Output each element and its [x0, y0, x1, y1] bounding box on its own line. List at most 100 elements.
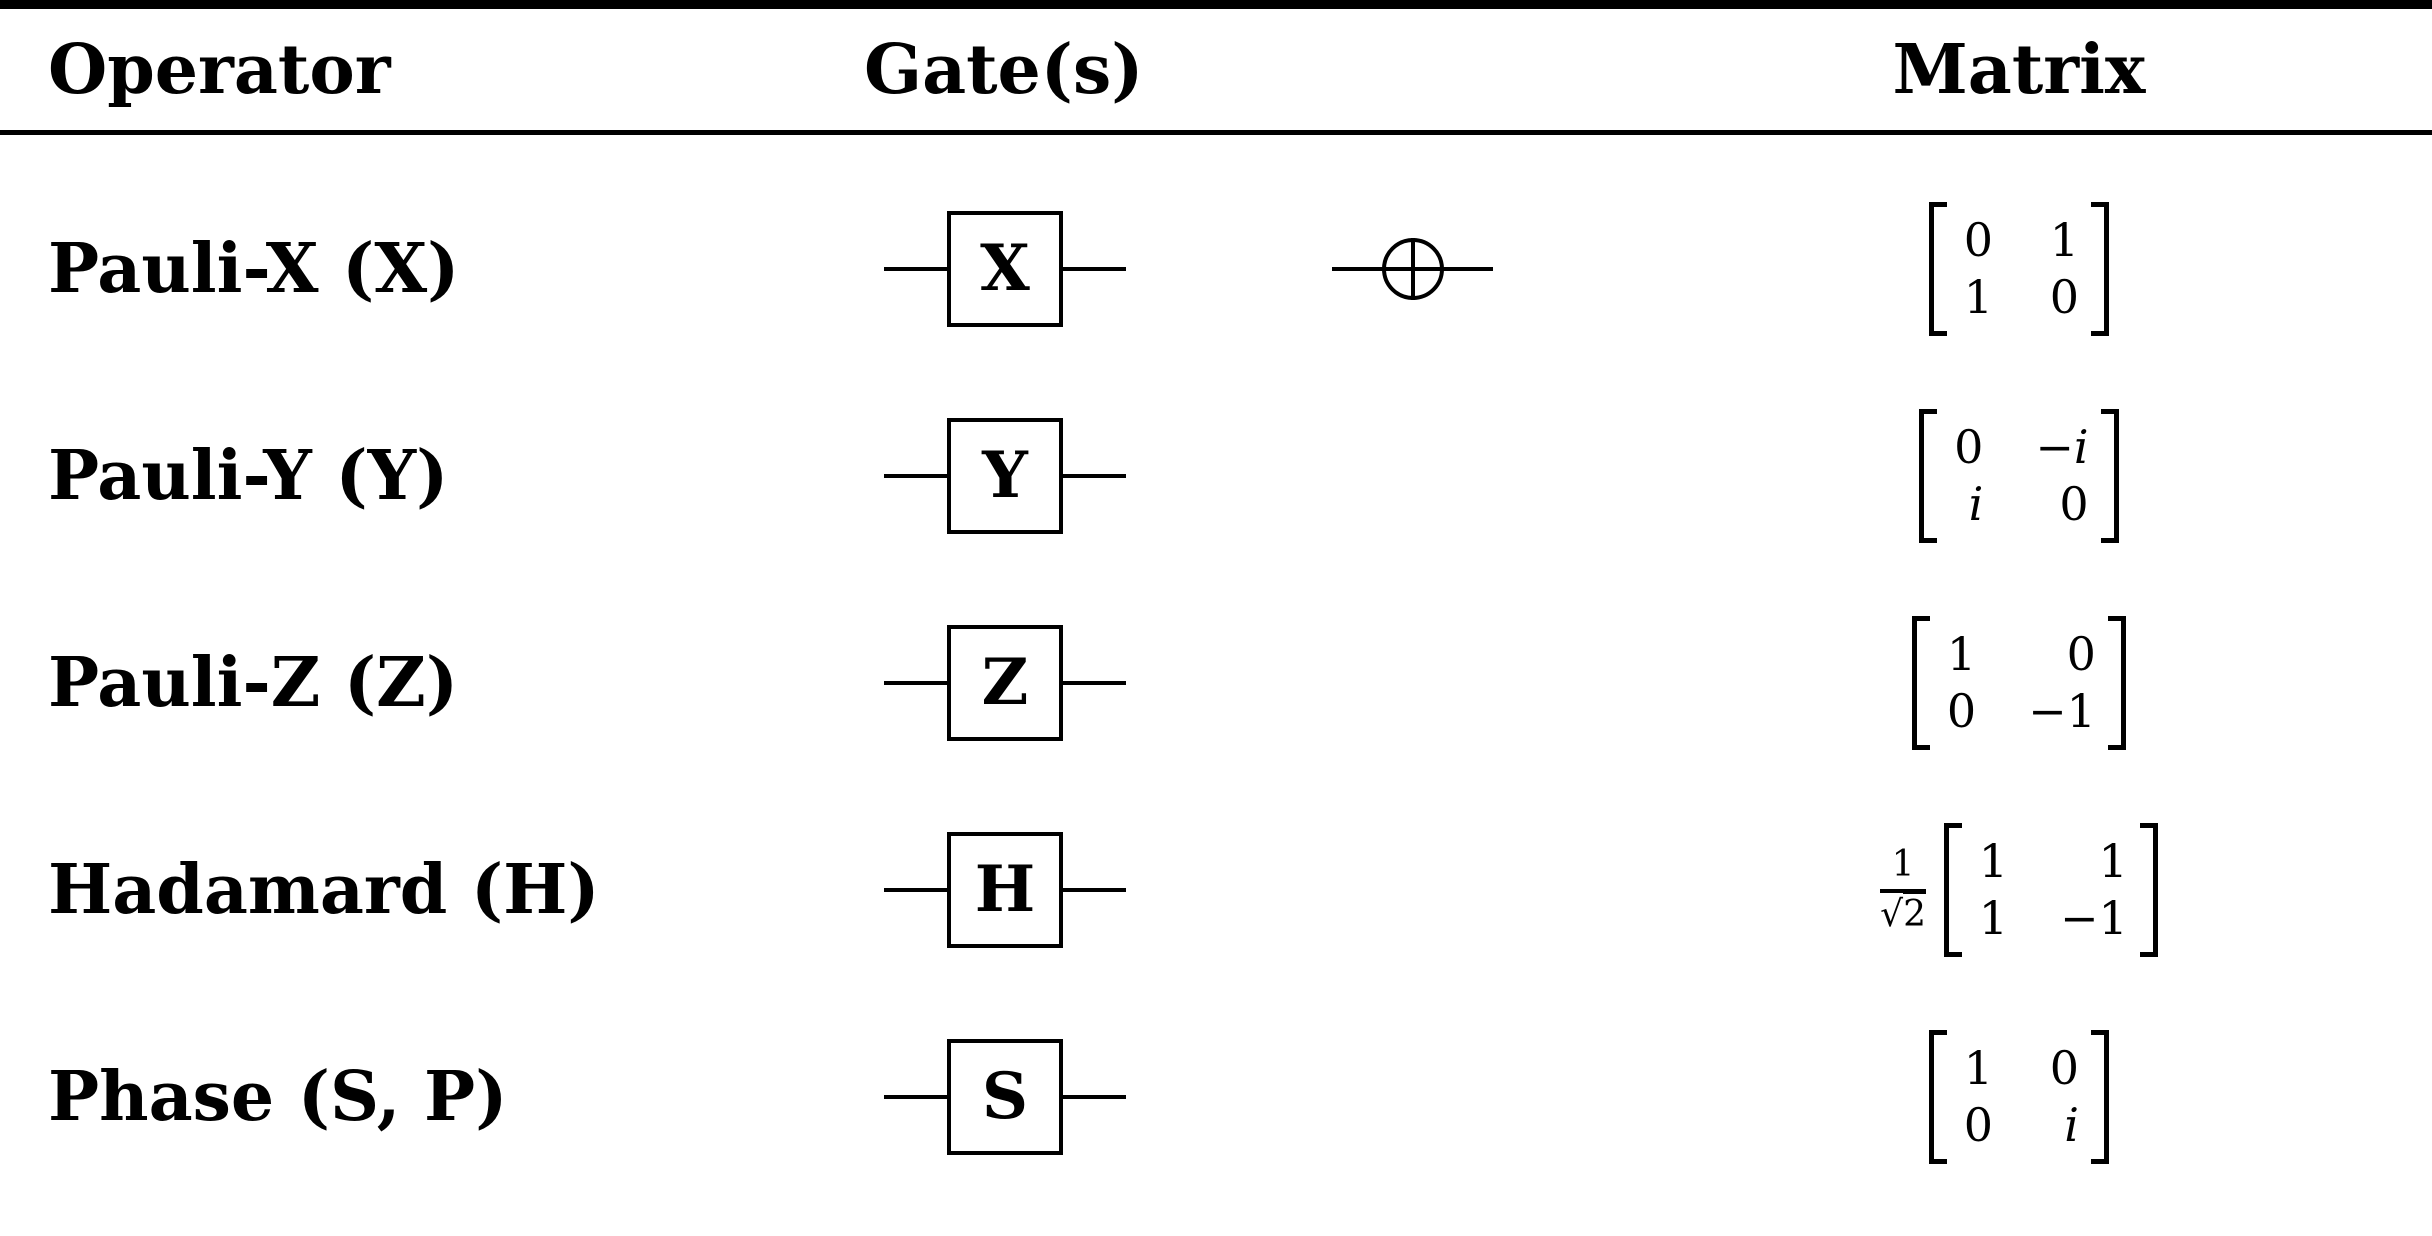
wire-segment	[1063, 680, 1126, 685]
wire-segment	[884, 680, 947, 685]
matrix-entries: 0 −i i 0	[1941, 409, 2096, 543]
gate-symbol: X	[884, 210, 1126, 327]
matrix-entry: 1	[1978, 833, 2009, 888]
left-bracket-icon	[1912, 615, 1931, 750]
header-operator: Operator	[48, 29, 391, 110]
matrix-cell: 1 0 0 i	[1606, 1029, 2432, 1164]
wire-segment	[1063, 887, 1126, 892]
radicand: 2	[1903, 890, 1927, 935]
operator-name: Pauli-Z (Z)	[48, 642, 458, 723]
operator-name: Pauli-X (X)	[48, 228, 460, 309]
matrix-entry: −1	[2028, 683, 2096, 738]
gate-box: H	[947, 831, 1063, 948]
matrix-entry: i	[2064, 1097, 2079, 1152]
fraction-numerator: 1	[1891, 844, 1915, 886]
matrix-entry: 1	[1963, 1040, 1993, 1095]
gate-symbol: Y	[884, 417, 1126, 534]
gate-label: Z	[981, 645, 1029, 720]
table-row: Pauli-Z (Z) Z 1 0 0 −1	[0, 579, 2432, 786]
matrix-entries: 1 1 1 −1	[1966, 823, 2136, 957]
gate-label: H	[974, 852, 1036, 927]
matrix: 0 1 1 0	[1929, 201, 2109, 336]
table-top-rule	[0, 0, 2432, 9]
matrix-entry: 0	[1954, 419, 1984, 474]
matrix-entry: 1	[1978, 890, 2009, 945]
operator-name: Phase (S, P)	[48, 1056, 508, 1137]
matrix-entry: 1	[2098, 833, 2128, 888]
gate-box: Z	[947, 624, 1063, 741]
gate-cell: H	[836, 831, 1606, 948]
matrix-with-prefactor: 1 √2 1 1 1 −1	[1880, 822, 2158, 957]
matrix-prefactor-fraction: 1 √2	[1880, 844, 1927, 935]
matrix-entry: 0	[1963, 212, 1993, 267]
operator-name: Pauli-Y (Y)	[48, 435, 449, 516]
table-row: Pauli-Y (Y) Y 0 −i i 0	[0, 372, 2432, 579]
header-gates: Gate(s)	[864, 29, 1144, 110]
matrix-cell: 1 0 0 −1	[1606, 615, 2432, 750]
matrix: 1 1 1 −1	[1944, 822, 2158, 957]
matrix-entries: 1 0 0 i	[1951, 1030, 2087, 1164]
matrix: 1 0 0 i	[1929, 1029, 2109, 1164]
table-row: Phase (S, P) S 1 0 0 i	[0, 993, 2432, 1200]
matrix-entry: −i	[2035, 419, 2089, 474]
table-row: Hadamard (H) H 1 √2 1 1	[0, 786, 2432, 993]
matrix-entry: −1	[2060, 890, 2128, 945]
radical-sign: √	[1880, 893, 1904, 935]
cnot-target-icon	[1332, 231, 1493, 307]
matrix-entry: 0	[2066, 626, 2096, 681]
fraction-denominator: √2	[1880, 890, 1927, 935]
matrix-entry: 1	[2049, 212, 2079, 267]
right-bracket-icon	[2139, 822, 2158, 957]
wire-segment	[884, 1094, 947, 1099]
gate-cell: X	[836, 210, 1606, 327]
matrix-entry: 0	[2049, 1040, 2079, 1095]
right-bracket-icon	[2091, 1029, 2109, 1164]
left-bracket-icon	[1919, 408, 1938, 543]
right-bracket-icon	[2107, 615, 2126, 750]
gate-label: Y	[982, 438, 1028, 513]
gate-label: X	[980, 231, 1030, 306]
gate-cell: Y	[836, 417, 1606, 534]
gate-cell: S	[836, 1038, 1606, 1155]
wire-segment	[884, 473, 947, 478]
matrix-cell: 1 √2 1 1 1 −1	[1606, 822, 2432, 957]
matrix: 1 0 0 −1	[1912, 615, 2126, 750]
right-bracket-icon	[2100, 408, 2119, 543]
header-separator-rule	[0, 130, 2432, 135]
matrix-entry: 0	[1946, 683, 1977, 738]
table-header-row: Operator Gate(s) Matrix	[0, 9, 2432, 130]
matrix-entry: 1	[1963, 269, 1993, 324]
left-bracket-icon	[1929, 1029, 1947, 1164]
matrix-entries: 1 0 0 −1	[1934, 616, 2104, 750]
matrix-entry: i	[1968, 476, 1984, 531]
gate-label: S	[981, 1059, 1029, 1134]
header-matrix: Matrix	[1892, 29, 2146, 110]
matrix-cell: 0 −i i 0	[1606, 408, 2432, 543]
gate-symbol: Z	[884, 624, 1126, 741]
left-bracket-icon	[1944, 822, 1963, 957]
operator-name: Hadamard (H)	[48, 849, 600, 930]
wire-segment	[1063, 473, 1126, 478]
wire-segment	[884, 266, 947, 271]
gate-box: X	[947, 210, 1063, 327]
fraction-bar	[1880, 888, 1927, 893]
gate-symbol: H	[884, 831, 1126, 948]
left-bracket-icon	[1929, 201, 1947, 336]
matrix-entry: 1	[1946, 626, 1977, 681]
matrix-entries: 0 1 1 0	[1951, 202, 2087, 336]
table-row: Pauli-X (X) X 0 1 1 0	[0, 165, 2432, 372]
gate-box: S	[947, 1038, 1063, 1155]
table-body: Pauli-X (X) X 0 1 1 0	[0, 135, 2432, 1200]
target-cross-line	[1410, 237, 1415, 300]
gate-symbol: S	[884, 1038, 1126, 1155]
matrix-entry: 0	[2049, 269, 2079, 324]
wire-segment	[1063, 1094, 1126, 1099]
wire-segment	[1063, 266, 1126, 271]
wire-segment	[884, 887, 947, 892]
gate-box: Y	[947, 417, 1063, 534]
right-bracket-icon	[2091, 201, 2109, 336]
matrix-cell: 0 1 1 0	[1606, 201, 2432, 336]
matrix-entry: 0	[2059, 476, 2089, 531]
matrix-entry: 0	[1963, 1097, 1993, 1152]
gate-cell: Z	[836, 624, 1606, 741]
